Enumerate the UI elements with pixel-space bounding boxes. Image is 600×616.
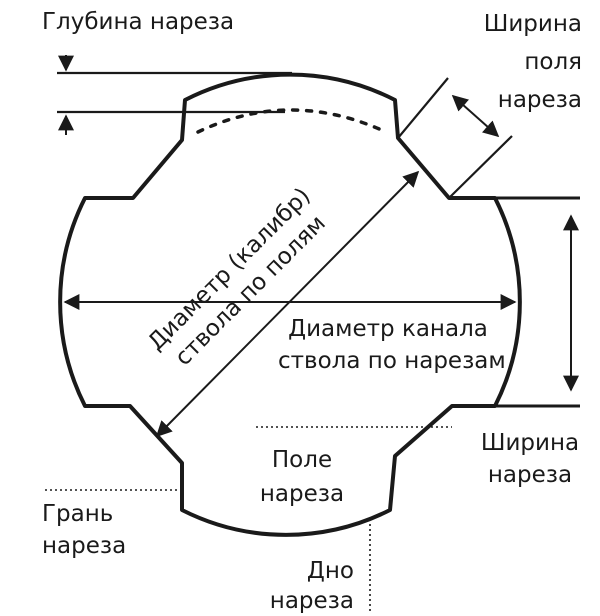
land-label: Поле нареза — [250, 447, 354, 507]
land-width-label-line-1: Ширина — [483, 11, 582, 37]
land-label-line-2: нареза — [259, 481, 345, 507]
land-label-line-1: Поле — [271, 447, 333, 473]
groove-edge-label-line-1: Грань — [42, 501, 114, 527]
land-width-ext-line-2 — [448, 135, 513, 199]
groove-width-label-line-1: Ширина — [480, 430, 580, 456]
land-circle-dotted-arc — [196, 108, 388, 134]
land-width-label-line-2: поля — [524, 49, 582, 75]
groove-diameter-label: Диаметр канала ствола по нарезам — [278, 316, 506, 374]
groove-width-label: Ширина нареза — [478, 430, 582, 488]
groove-bottom-label-line-1: Дно — [306, 558, 354, 584]
caliber-diameter-arrow — [155, 170, 420, 438]
groove-bottom-label: Дно нареза — [258, 558, 354, 614]
groove-diameter-label-line-1: Диаметр канала — [288, 316, 488, 342]
groove-width-label-line-2: нареза — [487, 462, 573, 488]
groove-depth-label: Глубина нареза — [42, 9, 235, 35]
groove-edge-label-line-2: нареза — [42, 533, 127, 559]
land-width-arrow — [451, 94, 500, 138]
land-width-label: Ширина поля нареза — [470, 11, 582, 113]
land-width-ext-line-1 — [397, 77, 449, 139]
groove-edge-label: Грань нареза — [42, 501, 126, 559]
land-width-label-line-3: нареза — [497, 87, 582, 113]
bore-outline — [58, 72, 522, 537]
groove-diameter-label-line-2: ствола по нарезам — [278, 348, 506, 374]
groove-bottom-label-line-2: нареза — [269, 588, 354, 614]
